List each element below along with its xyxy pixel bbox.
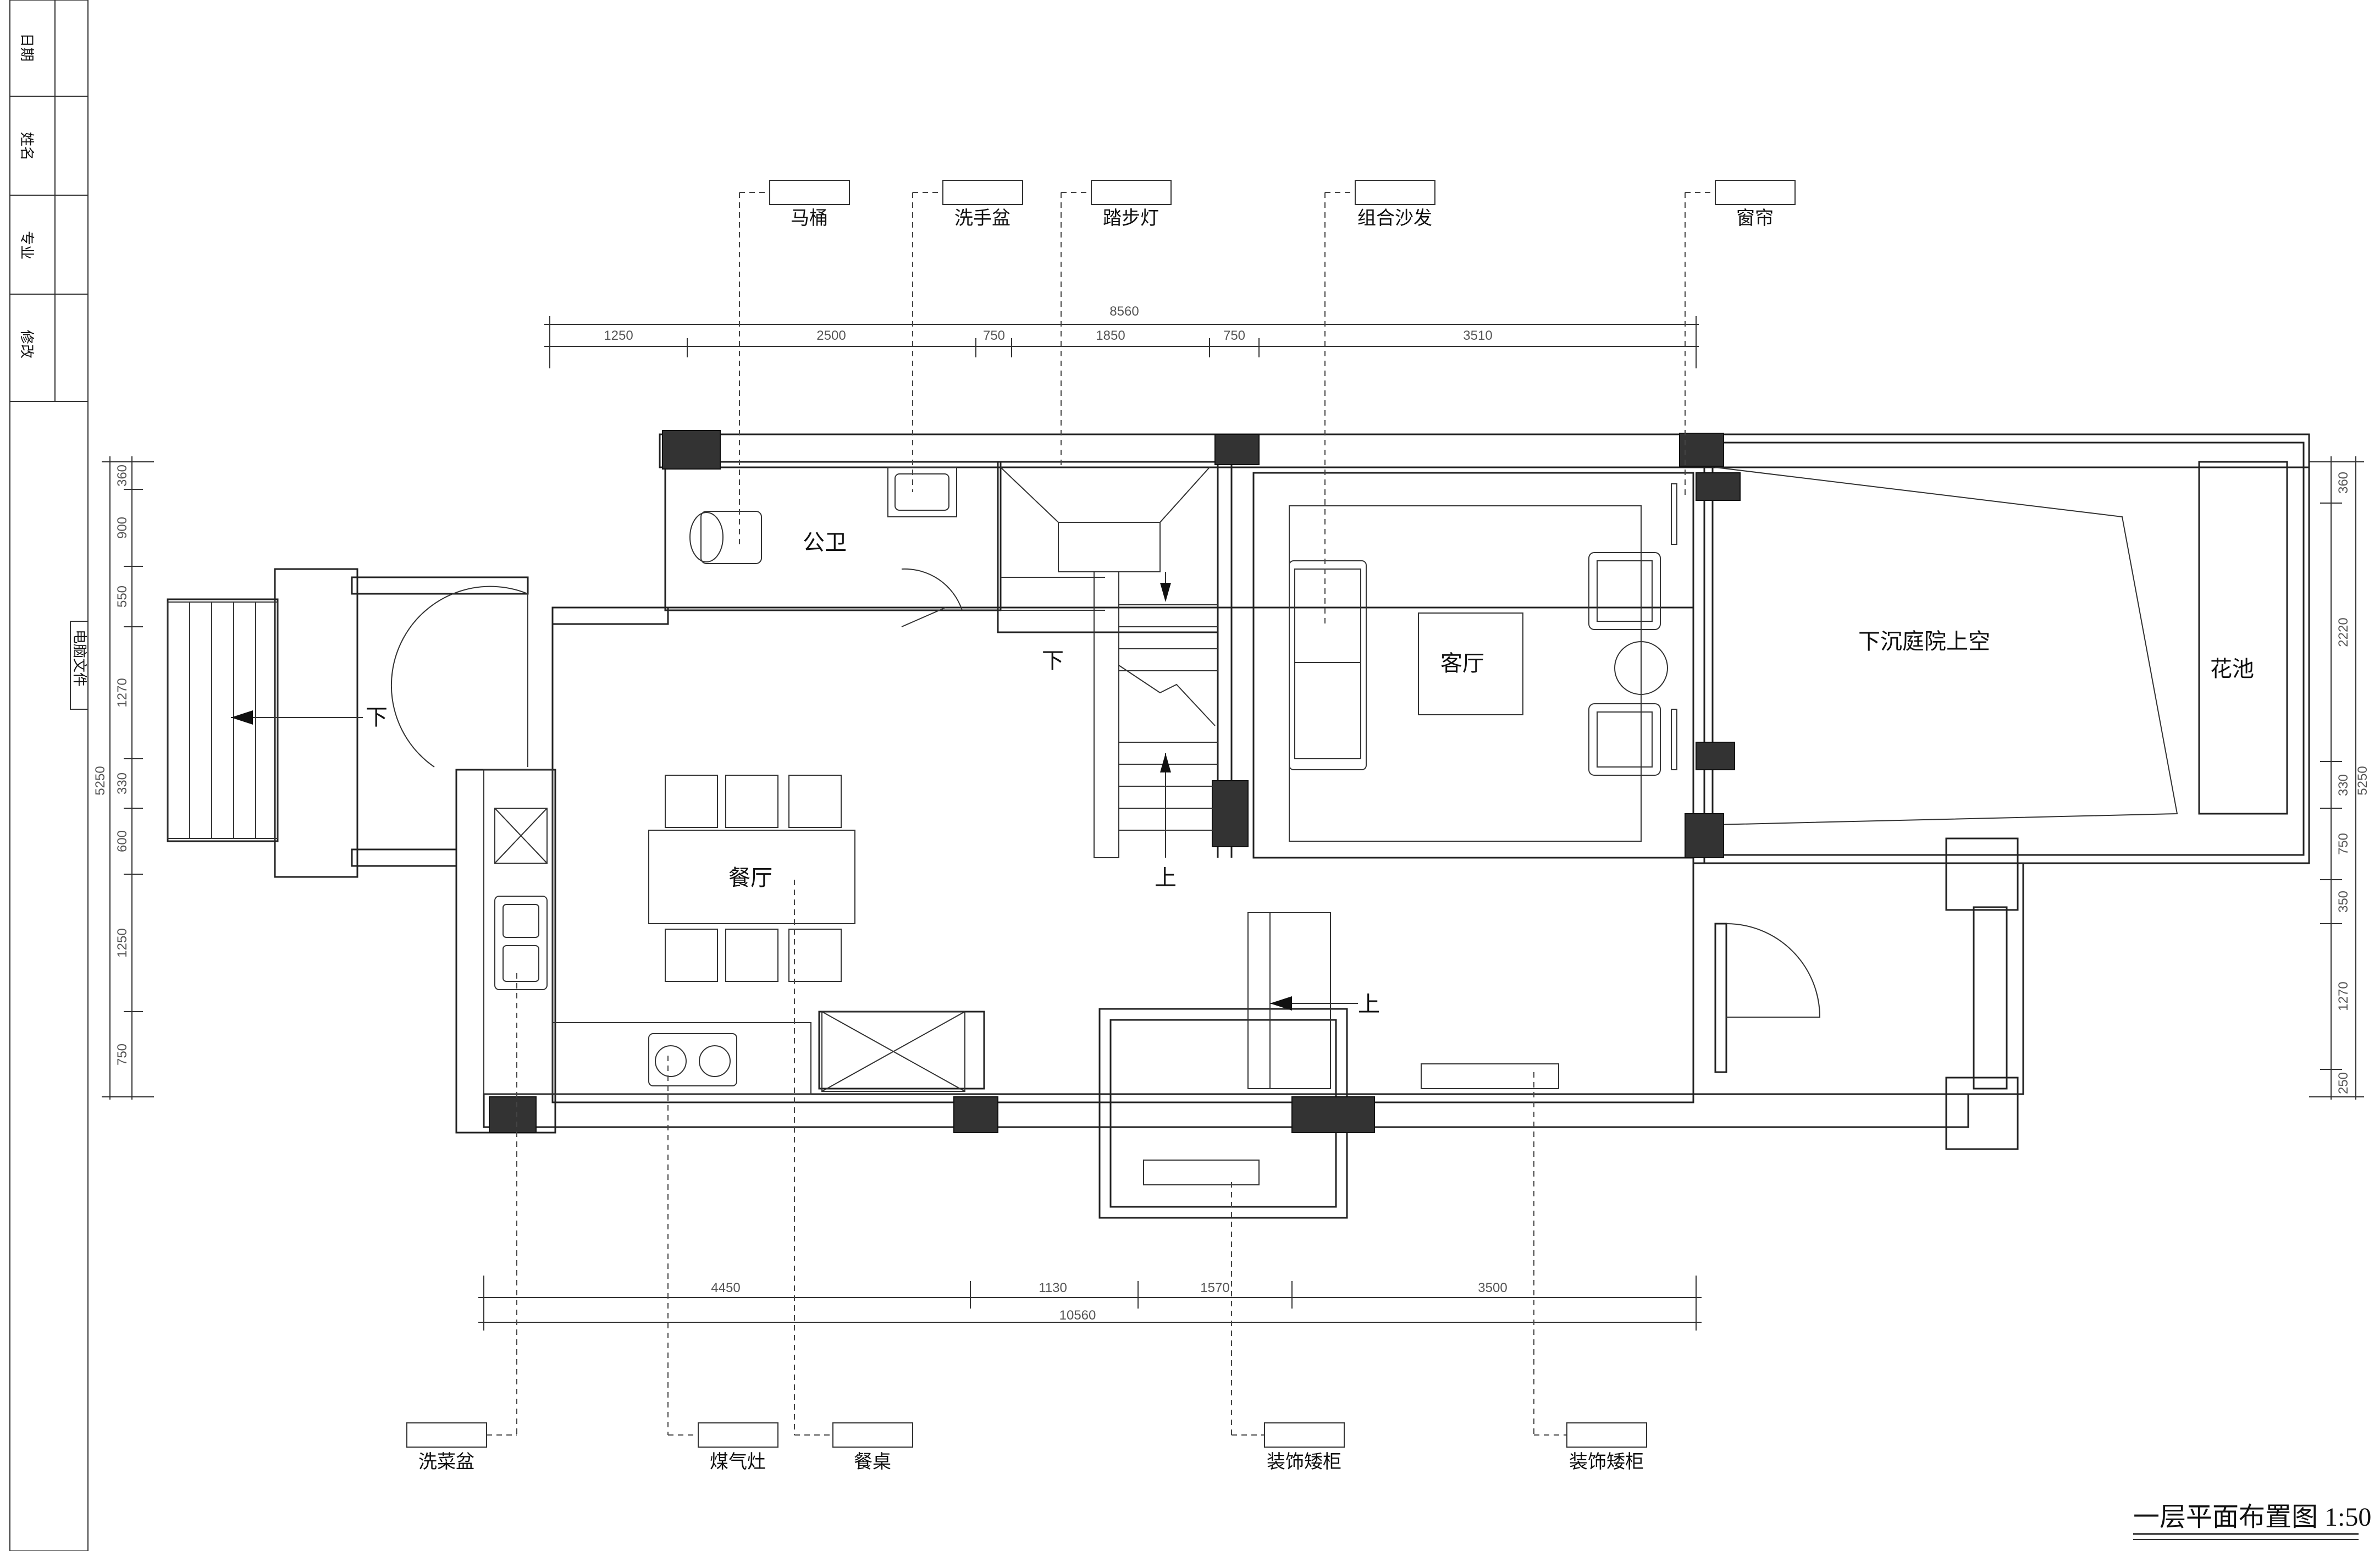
- right-dimension-chain: [2309, 456, 2364, 1100]
- wc-fixtures: [689, 467, 963, 627]
- dining-furniture: [648, 775, 855, 982]
- bottom-dimension-chain: [478, 1276, 1702, 1331]
- dim-top-seg: 2500: [816, 328, 846, 343]
- dim-right-seg: 330: [2336, 774, 2351, 796]
- dim-bottom-seg: 4450: [711, 1280, 740, 1295]
- room-sunken-courtyard-label: 下沉庭院上空: [1858, 629, 1990, 654]
- stair-down-label: 下: [1042, 648, 1064, 673]
- tag-step-light: 踏步灯: [1103, 208, 1159, 229]
- tag-dining-table: 餐桌: [854, 1451, 891, 1472]
- title-block-major: 专业: [19, 231, 35, 260]
- bottom-tag-leaders: [406, 880, 1647, 1448]
- tag-sofa-set: 组合沙发: [1357, 208, 1432, 229]
- dim-left-seg: 600: [115, 830, 130, 852]
- title-block-date: 日期: [19, 33, 35, 62]
- room-living-label: 客厅: [1440, 651, 1484, 676]
- dim-bottom-seg: 1570: [1200, 1280, 1229, 1295]
- structural-columns: [489, 430, 1741, 1133]
- east-room-door-swing: [1726, 923, 1821, 1018]
- dim-bottom-seg: 1130: [1039, 1280, 1067, 1295]
- dim-left-seg: 360: [115, 465, 130, 487]
- room-flower-bed-label: 花池: [2210, 656, 2254, 681]
- dim-bottom-total: 10560: [1059, 1308, 1096, 1323]
- left-dimension-chain: [102, 456, 154, 1100]
- east-up-stair: [1247, 912, 1358, 1089]
- tag-toilet: 马桶: [791, 208, 828, 229]
- stair-up-east-label: 上: [1358, 992, 1380, 1017]
- dim-right-seg: 2220: [2336, 617, 2351, 647]
- tag-decorative-cabinet: 装饰矮柜: [1569, 1451, 1644, 1472]
- drawing-title: 一层平面布置图 1:50: [2133, 1503, 2371, 1532]
- dim-right-seg: 360: [2336, 472, 2351, 494]
- interior-stair: [1000, 467, 1218, 858]
- dim-bottom-seg: 3500: [1478, 1280, 1507, 1295]
- living-room-furniture: [1289, 483, 1677, 842]
- stair-up-label: 上: [1155, 865, 1177, 890]
- dim-top-seg: 750: [1223, 328, 1245, 343]
- stair-down-west-label: 下: [366, 705, 388, 730]
- tag-gas-stove: 煤气灶: [710, 1451, 766, 1472]
- dim-left-seg: 330: [115, 772, 130, 794]
- title-block-name: 姓名: [19, 132, 35, 161]
- dim-left-total: 5250: [93, 766, 108, 795]
- title-block-file: 电脑文件: [71, 630, 87, 687]
- title-block-revise: 修改: [19, 330, 35, 358]
- dim-left-seg: 900: [115, 517, 130, 539]
- dim-left-seg: 1270: [115, 678, 130, 707]
- west-exterior-stair: [167, 586, 528, 839]
- tag-curtain: 窗帘: [1736, 208, 1774, 229]
- dim-left-seg: 750: [115, 1044, 130, 1066]
- decorative-cabinets: [1143, 1063, 1559, 1185]
- dim-top-seg: 1850: [1096, 328, 1125, 343]
- room-public-wc-label: 公卫: [803, 530, 847, 555]
- kitchen-fixtures: [483, 769, 965, 1095]
- dim-right-seg: 250: [2336, 1072, 2351, 1094]
- tag-vegetable-sink: 洗菜盆: [418, 1451, 474, 1472]
- dim-top-seg: 750: [983, 328, 1005, 343]
- room-dining-label: 餐厅: [728, 865, 772, 890]
- dim-right-total: 5250: [2355, 766, 2370, 795]
- title-block: [9, 0, 89, 1551]
- tag-decorative-cabinet: 装饰矮柜: [1267, 1451, 1341, 1472]
- dim-right-seg: 1270: [2336, 981, 2351, 1011]
- dim-left-seg: 1250: [115, 928, 130, 957]
- dim-top-seg: 3510: [1463, 328, 1492, 343]
- top-dimension-chain: [544, 316, 1699, 368]
- top-tag-leaders: [739, 180, 1796, 627]
- dim-top-seg: 1250: [604, 328, 633, 343]
- dim-right-seg: 350: [2336, 891, 2351, 913]
- dim-top-total: 8560: [1109, 304, 1139, 319]
- dim-right-seg: 750: [2336, 833, 2351, 855]
- tag-wash-basin: 洗手盆: [954, 208, 1010, 229]
- dim-left-seg: 550: [115, 586, 130, 608]
